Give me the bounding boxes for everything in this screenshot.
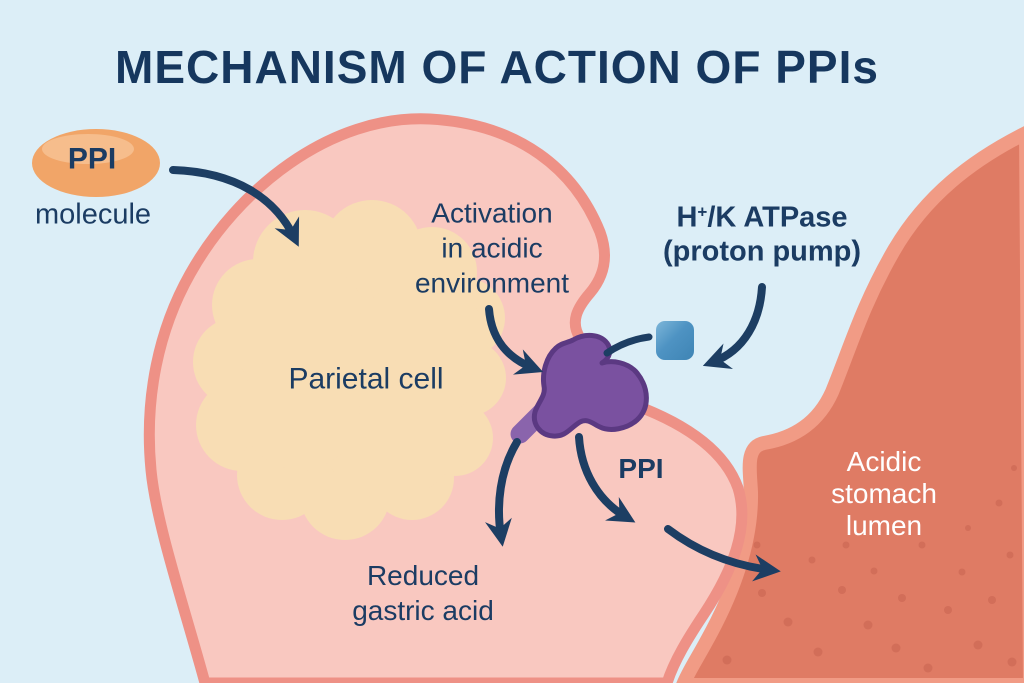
proton-pump-square [656,321,694,360]
ppi-bound-label: PPI [618,452,664,484]
lumen-line-1: Acidic [846,446,922,477]
connector-pump-to-square [603,333,653,357]
ppi-molecule-caption: molecule [34,198,152,231]
proton-pump-label-line-1: H+/K ATPase [676,201,848,234]
stomach-lumen-region [676,126,1024,683]
reduced-gastric-acid-label: Reduced gastric acid [352,558,494,628]
activation-line-2: in acidic [441,232,543,264]
arrow-activation-to-pump [485,305,544,375]
proton-pump-label: H+/K ATPase (proton pump) [663,196,861,269]
reduced-line-1: Reduced [366,560,480,591]
parietal-cell-inner-blob [193,200,506,540]
arrow-atpase-to-pump [702,283,766,369]
ppi-molecule-highlight [42,134,134,164]
arrow-to-lumen [664,525,781,582]
activation-label: Activation in acidic environment [415,196,569,301]
superscript-plus: + [697,202,708,222]
arrow-pump-to-reduced-acid [484,438,521,547]
arrow-ppi-to-cell [169,166,300,247]
arrow-ppi-down [575,433,636,523]
acidic-stomach-lumen-label: Acidic stomach lumen [831,446,937,542]
ppi-pump-complex [531,333,649,439]
page-title: MECHANISM OF ACTION OF PPIs [115,40,879,93]
proton-pump-label-line-2: (proton pump) [662,235,862,268]
parietal-cell-label: Parietal cell [288,362,444,396]
lumen-line-3: lumen [845,510,923,541]
activation-line-3: environment [414,267,570,299]
activation-line-1: Activation [431,197,553,229]
ppi-molecule-label: PPI [67,142,117,176]
reduced-line-2: gastric acid [352,595,494,626]
lumen-line-2: stomach [831,478,937,509]
